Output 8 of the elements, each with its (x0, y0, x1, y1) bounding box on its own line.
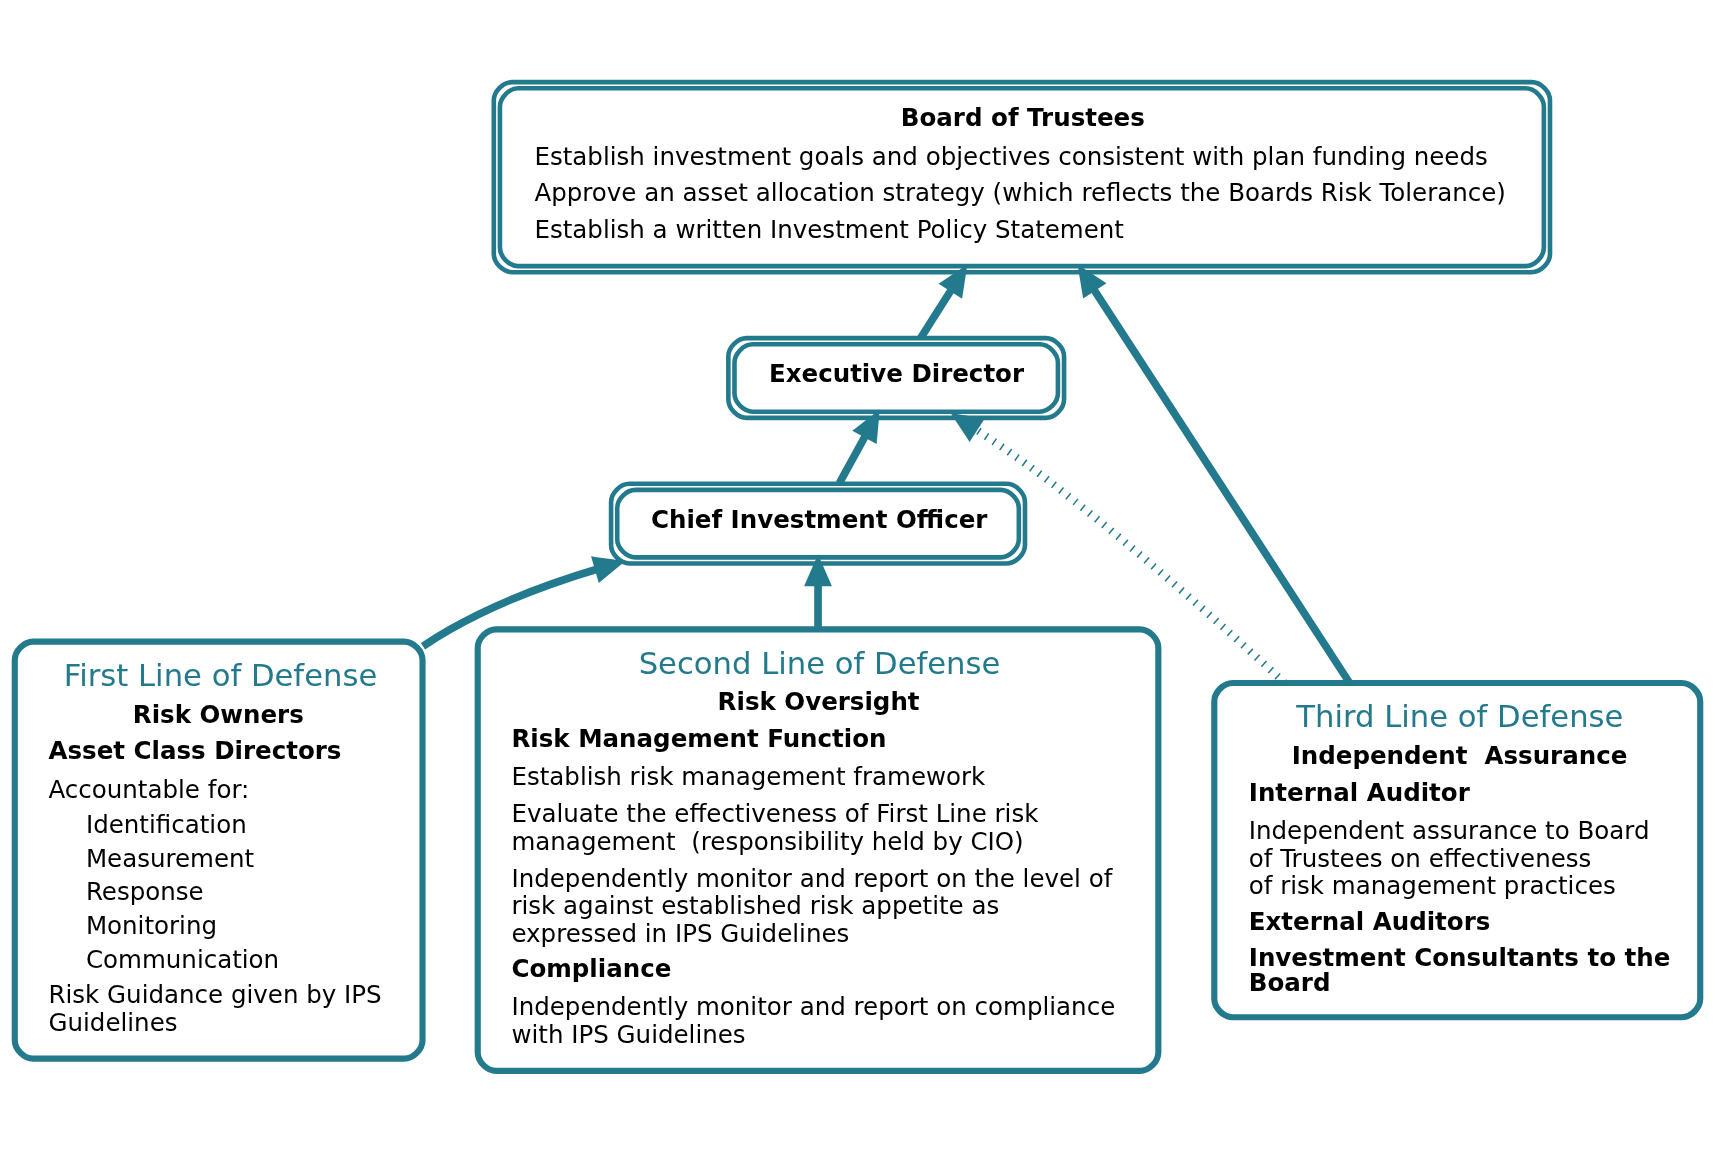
node-box: First Line of Defense Risk Owners Asset Class Directors Accountable for: Identification Measurement Response Monitoring Communication Risk Guidance given by IPS Guidelines (11, 638, 426, 1062)
arrow (836, 409, 880, 485)
node-box: Board of Trustees Establish investment goals and objectives consistent with plan funding needs Approve an asset allocation strategy (which reflects the Boards Risk Tolerance) Establish a written Investment Policy Statement (491, 79, 1553, 275)
node-box: Third Line of Defense Independent Assurance Internal Auditor Independent assurance to Board of Trustees on effectiveness of risk management practices External Auditors Investment Consultants to the Board (1211, 679, 1704, 1021)
node-box: Executive Director (726, 335, 1067, 421)
node-box: Second Line of Defense Risk Oversight Risk Management Function Establish risk management framework Evaluate the effectiveness of First Line risk management (responsibility held by CIO) Independently monitor and report on the level of risk against established risk appetite as expressed in IPS Guidelines Compliance Independently monitor and report on compliance with IPS Guidelines (474, 626, 1162, 1074)
node-box: Chief Investment Officer (608, 481, 1028, 566)
arrow (804, 554, 832, 630)
